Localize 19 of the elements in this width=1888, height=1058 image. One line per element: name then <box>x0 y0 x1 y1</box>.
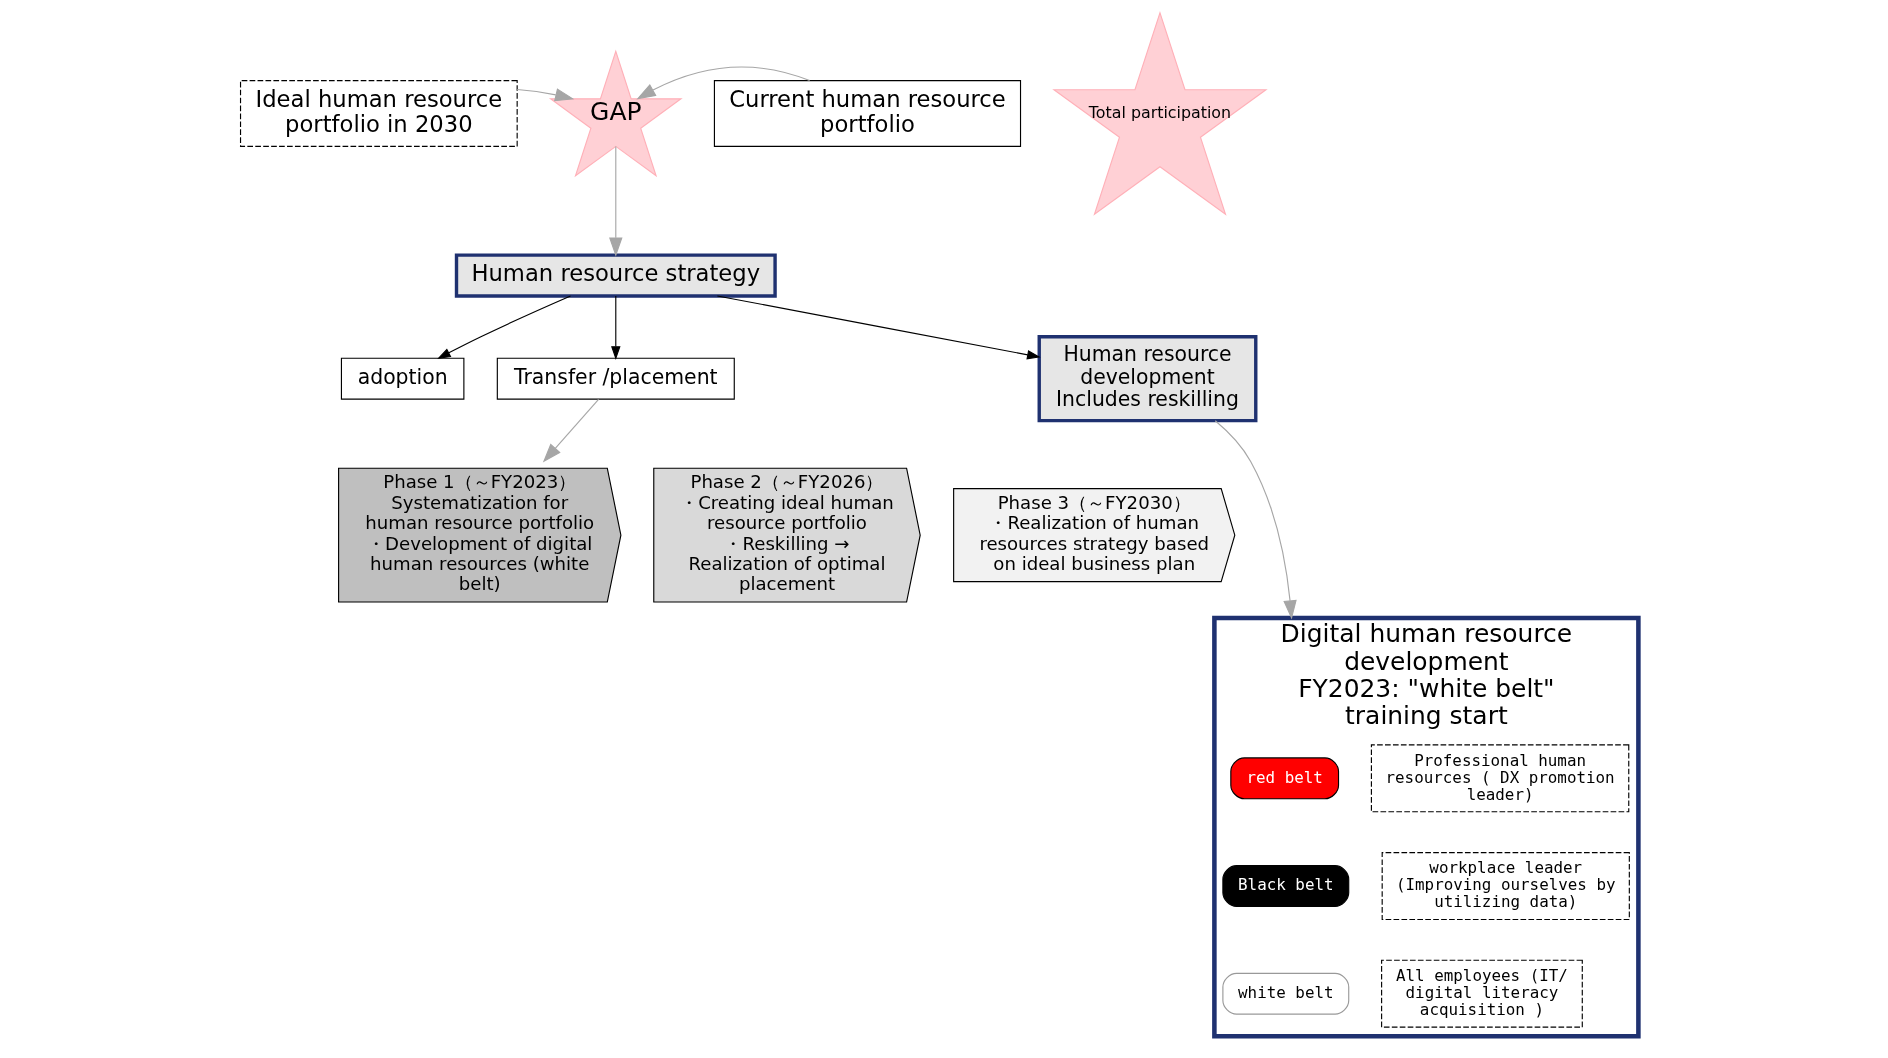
arrow <box>636 66 811 100</box>
arrow <box>716 295 1041 360</box>
node-box: Black belt <box>1222 865 1350 907</box>
node-box: Professional human resources ( DX promotion leader) <box>1370 744 1630 813</box>
node-box: All employees (IT/ digital literacy acquisition ) <box>1381 959 1583 1028</box>
node-box: Ideal human resource portfolio in 2030 <box>239 80 518 147</box>
arrow <box>542 398 600 463</box>
node-box: white belt <box>1222 972 1350 1015</box>
node-box: adoption <box>340 357 465 400</box>
arrow <box>437 295 572 359</box>
node-box: Current human resource portfolio <box>713 80 1022 147</box>
arrow <box>1214 420 1297 620</box>
node-box: red belt <box>1230 757 1340 800</box>
node-box: workplace leader (Improving ourselves by utilizing data) <box>1381 852 1630 921</box>
node-box: Human resource strategy <box>454 253 777 298</box>
node-box: Human resource development Includes reskilling <box>1037 335 1258 423</box>
node-box: Transfer /placement <box>496 357 735 400</box>
arrow <box>516 88 575 102</box>
arrow <box>611 295 621 360</box>
